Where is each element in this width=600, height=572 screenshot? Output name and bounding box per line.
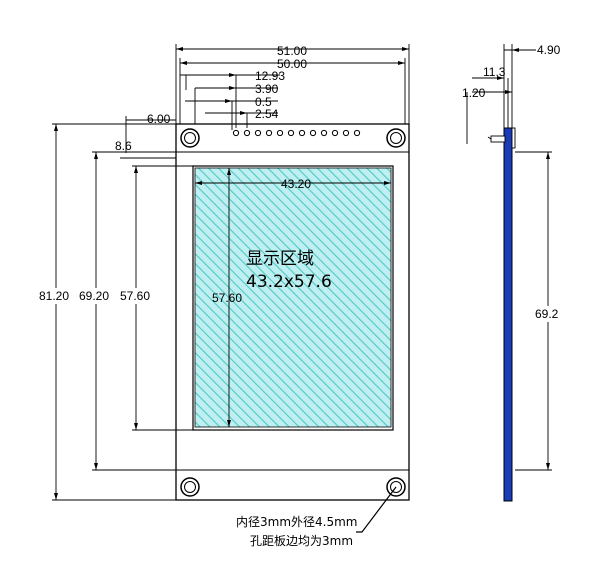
- label-bg-side: [533, 306, 563, 322]
- display-area-label: 显示区域: [246, 249, 314, 269]
- top-dimension-arrows: [176, 47, 409, 115]
- dim-height-active-inner: 57.60: [212, 291, 242, 305]
- display-frame: [192, 165, 394, 431]
- dim-side-thickness-mid: 11.3: [483, 65, 506, 79]
- dim-side-thickness-total: 4.90: [537, 43, 561, 57]
- display-area: [194, 167, 392, 428]
- side-view-panel: [503, 127, 513, 502]
- mounting-hole-bottom-left: [180, 477, 200, 497]
- left-dimension-arrows: [54, 124, 391, 500]
- dim-width-active: 43.20: [281, 177, 311, 191]
- left-dimension-lines: [52, 123, 391, 501]
- mounting-hole-top-right: [386, 128, 406, 148]
- dim-pin-offset-c: 0.5: [255, 95, 272, 109]
- dim-pin-pitch: 2.54: [255, 107, 279, 121]
- side-view-pcb: [511, 127, 516, 149]
- mounting-hole-bottom-right: [386, 477, 406, 497]
- hole-note-line1: 内径3mm外径4.5mm: [236, 515, 357, 529]
- label-bg-frame: [78, 288, 114, 304]
- dim-top-offset: 8.6: [115, 139, 132, 153]
- module-outline: [175, 123, 410, 501]
- side-view-pin: [490, 135, 506, 143]
- display-area-size: 43.2x57.6: [246, 272, 332, 292]
- label-bg-active: [118, 288, 154, 304]
- dim-height-display-frame: 69.20: [79, 289, 109, 303]
- dim-height-total: 81.20: [39, 289, 69, 303]
- label-bg-total: [38, 288, 74, 304]
- side-dimension-arrows: [497, 48, 550, 470]
- hole-note-leader: [356, 486, 397, 533]
- dim-height-active: 57.60: [120, 289, 150, 303]
- dim-side-thickness-pcb: 1.20: [462, 86, 486, 100]
- dim-pin-offset-b: 3.90: [255, 82, 279, 96]
- dim-width-outer: 51.00: [277, 44, 307, 58]
- mounting-hole-top-left: [180, 128, 200, 148]
- dim-pin-offset: 12.93: [255, 69, 285, 83]
- dim-width-board: 50.00: [277, 57, 307, 71]
- hole-note-line2: 孔距板边均为3mm: [250, 534, 353, 548]
- side-view-pin-tip: [487, 136, 492, 140]
- dim-side-height: 69.2: [535, 307, 559, 321]
- pin-header: [232, 129, 361, 137]
- dim-top-margin: 6.00: [147, 112, 171, 126]
